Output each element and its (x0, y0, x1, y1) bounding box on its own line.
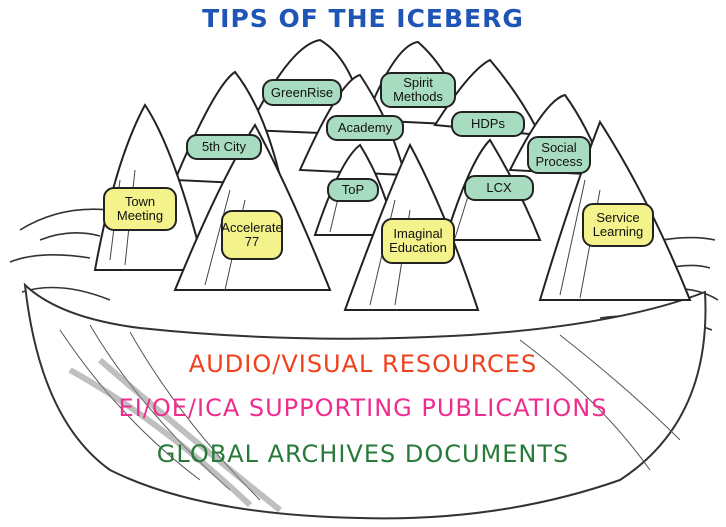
tip-top: ToP (327, 178, 379, 202)
diagram-title: TIPS OF THE ICEBERG (202, 4, 524, 33)
tip-greenrise: GreenRise (262, 79, 342, 106)
peak (173, 123, 332, 291)
tip-accelerate-77: Accelerate 77 (221, 210, 283, 260)
tip-town-meeting: Town Meeting (103, 187, 177, 231)
tip-lcx: LCX (464, 175, 534, 201)
tip-academy: Academy (326, 115, 404, 141)
base-line-audio-visual: AUDIO/VISUAL RESOURCES (188, 350, 538, 378)
tip-hdps: HDPs (451, 111, 525, 137)
tip-social-process: Social Process (527, 136, 591, 174)
tip-5th-city: 5th City (186, 134, 262, 160)
base-line-archives: GLOBAL ARCHIVES DOCUMENTS (156, 440, 570, 468)
base-line-publications: EI/OE/ICA SUPPORTING PUBLICATIONS (118, 394, 608, 422)
tip-imaginal-education: Imaginal Education (381, 218, 455, 264)
tip-spirit-methods: Spirit Methods (380, 72, 456, 108)
tip-service-learning: Service Learning (582, 203, 654, 247)
base-shadow-strokes (68, 357, 282, 513)
